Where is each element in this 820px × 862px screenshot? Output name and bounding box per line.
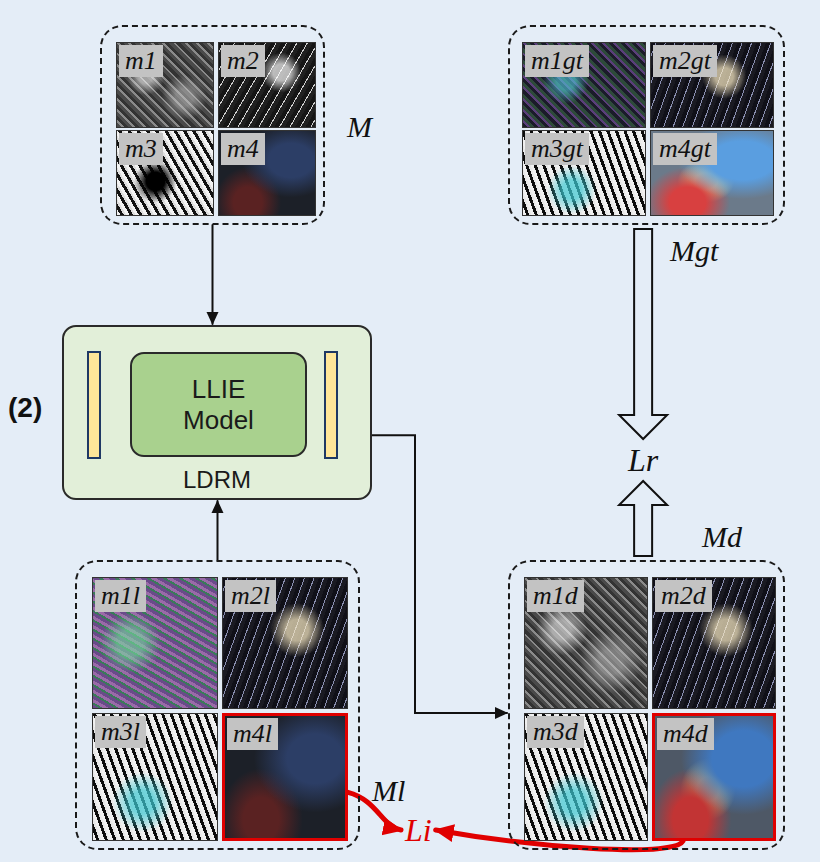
tile-label: m1 bbox=[119, 45, 163, 77]
module-name: LDRM bbox=[64, 466, 370, 494]
map-tile: m1 bbox=[116, 42, 214, 128]
connector bbox=[372, 435, 507, 713]
loss-label: Lr bbox=[628, 442, 658, 478]
adapter-bar bbox=[325, 352, 337, 458]
ldrm-fill bbox=[62, 325, 372, 500]
group-heading: M bbox=[347, 110, 372, 144]
map-tile: m3 bbox=[116, 130, 214, 216]
map-tile: m2 bbox=[218, 42, 316, 128]
tile-label: m2l bbox=[225, 580, 276, 612]
tile-label: m2d bbox=[655, 580, 712, 612]
model-box: LLIE Model bbox=[130, 352, 307, 457]
connector bbox=[619, 229, 667, 439]
connector bbox=[217, 501, 219, 560]
map-tile: m4d bbox=[652, 713, 776, 841]
group-heading: Md bbox=[702, 520, 742, 554]
group-box: Mm1m2m3m4 bbox=[100, 25, 325, 225]
map-tile: m1l bbox=[92, 577, 218, 709]
connector bbox=[619, 481, 667, 556]
tile-label: m1l bbox=[95, 580, 146, 612]
module-box: LDRM LLIE Model bbox=[62, 325, 372, 500]
tile-label: m4l bbox=[227, 718, 278, 750]
tile-label: m3d bbox=[527, 716, 584, 748]
connector bbox=[212, 225, 214, 324]
loss-label: Li bbox=[405, 812, 432, 848]
map-tile: m1d bbox=[524, 577, 648, 709]
group-box: Mlm1lm2lm3lm4l bbox=[75, 560, 360, 850]
map-tile: m3gt bbox=[522, 130, 646, 216]
tile-label: m1gt bbox=[525, 45, 589, 77]
tile-label: m4d bbox=[657, 718, 714, 750]
adapter-bar bbox=[88, 352, 100, 458]
map-tile: m3d bbox=[524, 713, 648, 841]
tile-label: m3 bbox=[119, 133, 163, 165]
loss-term: Lr bbox=[628, 442, 658, 478]
map-tile: m3l bbox=[92, 713, 218, 841]
map-tile: m2d bbox=[652, 577, 776, 709]
group-box: Mdm1dm2dm3dm4d bbox=[508, 560, 785, 850]
tile-label: m2 bbox=[221, 45, 265, 77]
group-heading: Mgt bbox=[670, 234, 718, 268]
tile-label: m4 bbox=[221, 133, 265, 165]
map-tile: m4gt bbox=[650, 130, 774, 216]
group-heading: Ml bbox=[372, 774, 405, 808]
loss-term: Li bbox=[405, 812, 432, 848]
map-tile: m4l bbox=[222, 713, 348, 841]
tile-label: m2gt bbox=[653, 45, 717, 77]
map-tile: m2gt bbox=[650, 42, 774, 128]
tile-label: m4gt bbox=[653, 133, 717, 165]
step-number: (2) bbox=[8, 392, 42, 424]
model-name: LLIE Model bbox=[164, 374, 274, 436]
tile-label: m3gt bbox=[525, 133, 589, 165]
map-tile: m2l bbox=[222, 577, 348, 709]
map-tile: m4 bbox=[218, 130, 316, 216]
map-tile: m1gt bbox=[522, 42, 646, 128]
tile-label: m1d bbox=[527, 580, 584, 612]
tile-label: m3l bbox=[95, 716, 146, 748]
group-box: Mgtm1gtm2gtm3gtm4gt bbox=[508, 25, 785, 225]
